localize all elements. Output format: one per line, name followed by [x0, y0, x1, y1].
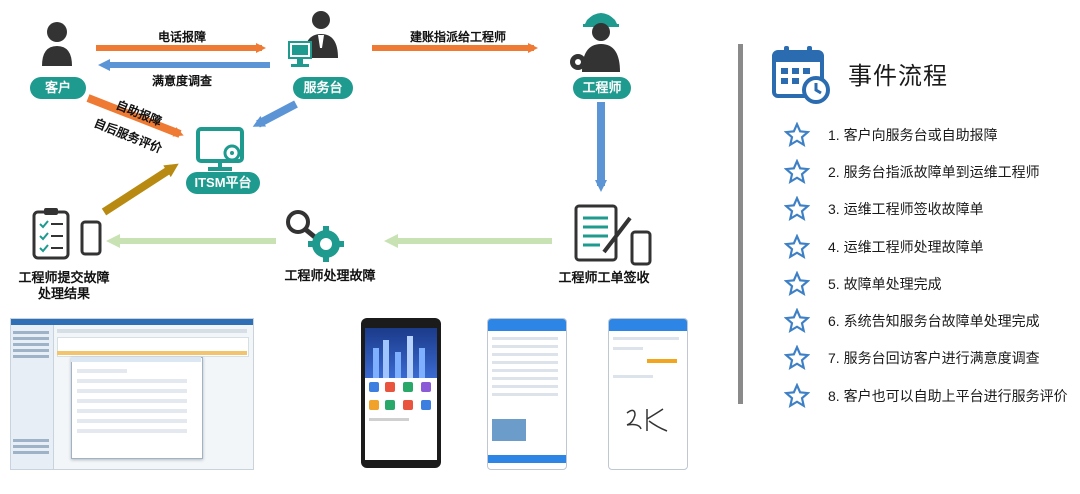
- edge-label-phone-report: 电话报障: [158, 30, 207, 44]
- edge-label-satisfaction: 满意度调查: [152, 74, 213, 88]
- node-service-desk: 服务台: [293, 77, 353, 99]
- step-text: 5. 故障单处理完成: [828, 275, 942, 292]
- star-icon: [784, 158, 810, 184]
- arrow-self-report: [86, 94, 184, 138]
- node-engineer: 工程师: [573, 77, 631, 99]
- star-icon: [784, 308, 810, 334]
- calendar-icon: [772, 46, 830, 104]
- step-text: 4. 运维工程师处理故障单: [828, 238, 984, 255]
- step-text: 1. 客户向服务台或自助报障: [828, 126, 998, 143]
- node-process: 工程师处理故障: [284, 268, 376, 283]
- document-pen-icon: [574, 204, 652, 266]
- phone-screenshot-signature: [608, 318, 688, 470]
- list-item: 1. 客户向服务台或自助报障: [784, 116, 1068, 153]
- step-text: 3. 运维工程师签收故障单: [828, 201, 984, 218]
- panel-title: 事件流程: [848, 63, 948, 90]
- star-icon: [784, 345, 810, 371]
- edge-label-dispatch: 建账指派给工程师: [410, 30, 507, 44]
- node-sign-off: 工程师工单签收: [558, 270, 650, 285]
- checklist-phone-icon: [32, 208, 102, 260]
- node-customer: 客户: [30, 77, 86, 99]
- person-icon: [42, 22, 72, 66]
- list-item: 8. 客户也可以自助上平台进行服务评价: [784, 377, 1068, 414]
- desktop-screenshot: [10, 318, 254, 470]
- star-icon: [784, 270, 810, 296]
- list-item: 7. 服务台回访客户进行满意度调查: [784, 340, 1068, 377]
- star-icon: [784, 196, 810, 222]
- star-icon: [784, 233, 810, 259]
- node-itsm: ITSM平台: [186, 172, 260, 194]
- list-item: 6. 系统告知服务台故障单处理完成: [784, 302, 1068, 339]
- phone-screenshot-home: [361, 318, 441, 468]
- star-icon: [784, 382, 810, 408]
- node-submit: 工程师提交故障 处理结果: [18, 270, 110, 301]
- list-item: 4. 运维工程师处理故障单: [784, 228, 1068, 265]
- step-text: 7. 服务台回访客户进行满意度调查: [828, 350, 1040, 367]
- monitor-icon: [196, 127, 244, 171]
- step-text: 8. 客户也可以自助上平台进行服务评价: [828, 387, 1068, 404]
- arrow-desk-itsm: [252, 100, 298, 128]
- list-item: 2. 服务台指派故障单到运维工程师: [784, 153, 1068, 190]
- engineer-icon: [570, 13, 620, 72]
- phone-screenshot-form: [487, 318, 567, 470]
- flow-diagram: [32, 11, 652, 266]
- magnifier-gear-icon: [286, 210, 344, 262]
- panel-divider: [738, 44, 743, 404]
- list-item: 5. 故障单处理完成: [784, 265, 1068, 302]
- step-text: 2. 服务台指派故障单到运维工程师: [828, 163, 1040, 180]
- list-item: 3. 运维工程师签收故障单: [784, 191, 1068, 228]
- step-text: 6. 系统告知服务台故障单处理完成: [828, 313, 1040, 330]
- arrow-submit-itsm: [101, 163, 179, 216]
- star-icon: [784, 121, 810, 147]
- service-agent-icon: [288, 11, 338, 67]
- step-list: 1. 客户向服务台或自助报障 2. 服务台指派故障单到运维工程师 3. 运维工程…: [784, 116, 1068, 414]
